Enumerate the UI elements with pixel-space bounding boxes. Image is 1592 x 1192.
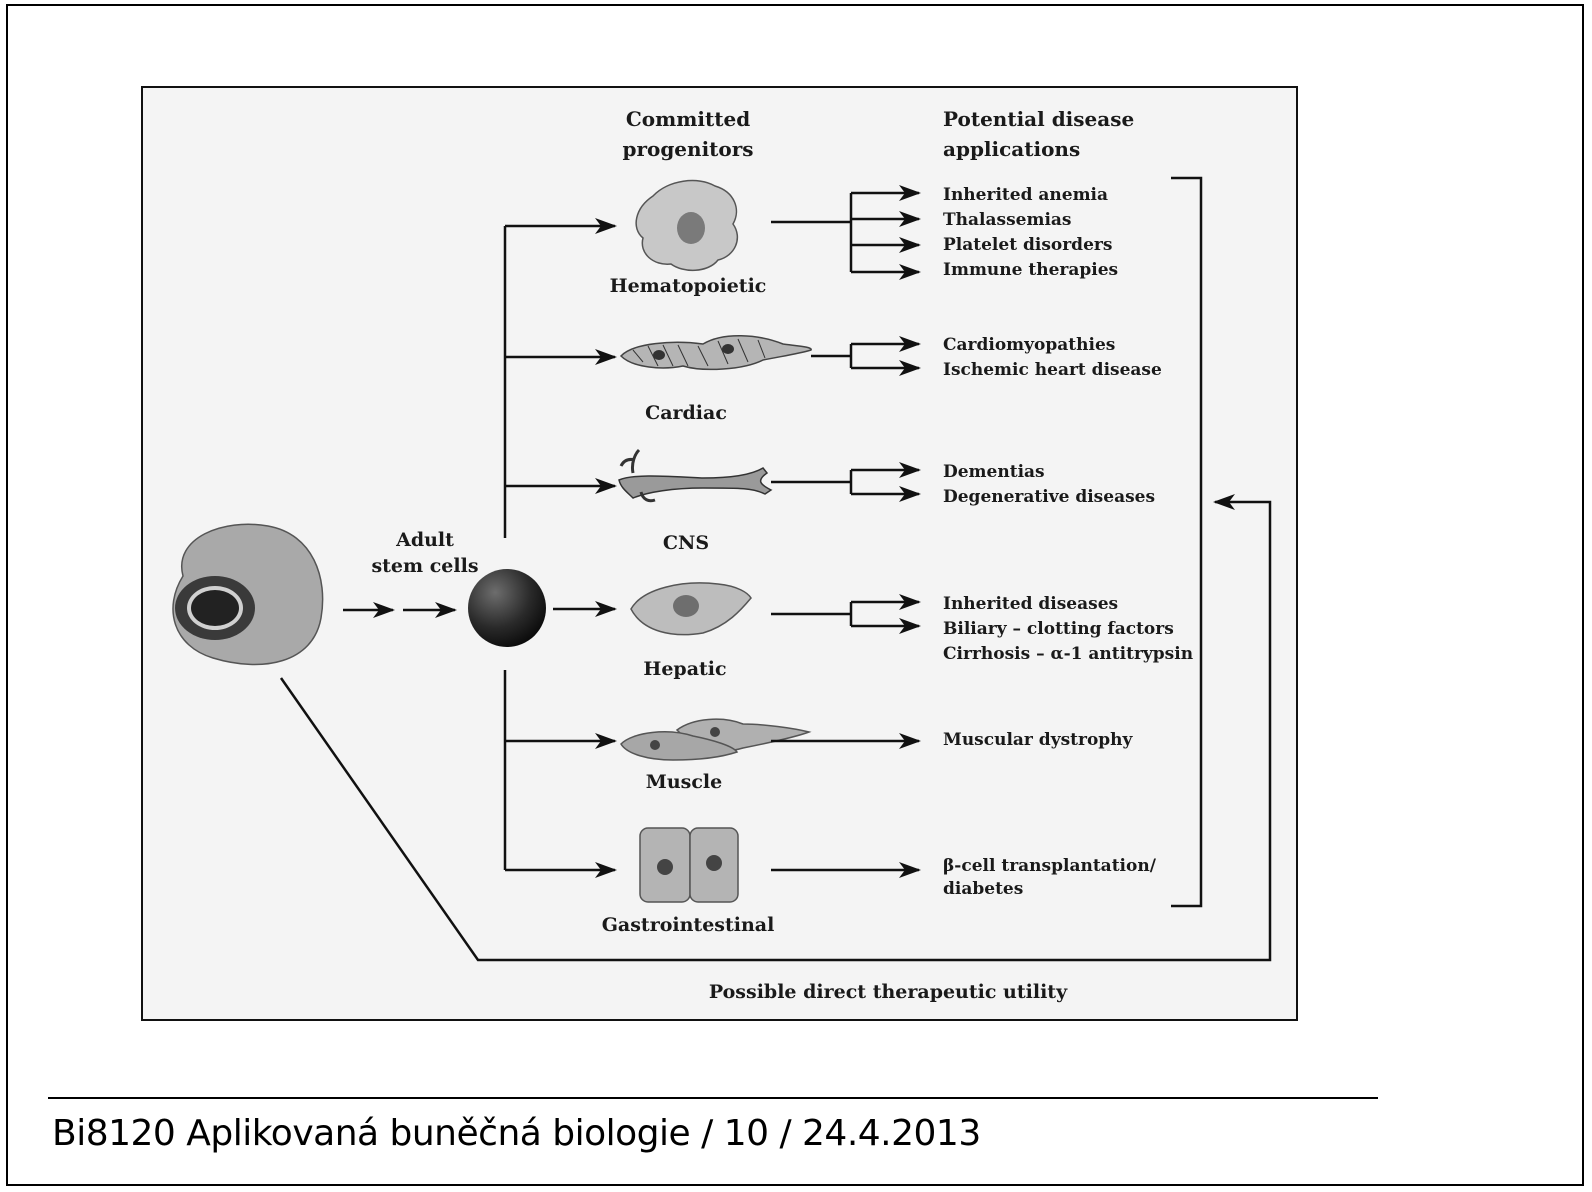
feedback-caption: Possible direct therapeutic utility: [709, 981, 1068, 1003]
header-committed-progenitors-line1: Committed: [626, 107, 750, 131]
footer-divider: [48, 1097, 1378, 1099]
label-cns: CNS: [663, 532, 709, 554]
slide: Committed progenitors Potential disease …: [6, 4, 1584, 1186]
header-disease-applications-line1: Potential disease: [943, 107, 1134, 131]
disease-dementias: Dementias: [943, 462, 1045, 482]
header-disease-applications-line2: applications: [943, 137, 1080, 161]
adult-stem-cells-label-line1: Adult: [395, 529, 454, 551]
stem-cell-diagram-figure: Committed progenitors Potential disease …: [141, 86, 1298, 1021]
cardiac-cell-illustration: [619, 335, 812, 371]
disease-biliary-clotting-factors: Biliary – clotting factors: [943, 619, 1174, 639]
disease-cardiomyopathies: Cardiomyopathies: [943, 335, 1115, 355]
hepatic-cell-illustration: [630, 582, 752, 636]
disease-thalassemias: Thalassemias: [943, 210, 1072, 230]
label-gastrointestinal: Gastrointestinal: [602, 914, 775, 936]
disease-degenerative-diseases: Degenerative diseases: [943, 487, 1155, 507]
gastrointestinal-cells-illustration: [639, 827, 739, 903]
disease-beta-cell-transplantation: β-cell transplantation/: [943, 856, 1157, 876]
adult-stem-cells-label-line2: stem cells: [371, 555, 478, 577]
adult-stem-cell-sphere: [468, 569, 546, 647]
header-committed-progenitors-line2: progenitors: [622, 137, 753, 161]
disease-ischemic-heart-disease: Ischemic heart disease: [943, 360, 1162, 380]
disease-immune-therapies: Immune therapies: [943, 260, 1118, 280]
diagram-canvas: Committed progenitors Potential disease …: [172, 107, 1272, 1003]
source-cell: [172, 523, 324, 666]
cns-neuron-illustration: [618, 448, 773, 503]
label-muscle: Muscle: [646, 771, 722, 793]
footer-course-info: Bi8120 Aplikovaná buněčná biologie / 10 …: [52, 1113, 981, 1154]
disease-platelet-disorders: Platelet disorders: [943, 235, 1112, 255]
disease-cirrhosis-antitrypsin: Cirrhosis – α-1 antitrypsin: [943, 644, 1193, 664]
feedback-loop-line: [279, 494, 1272, 962]
disease-muscular-dystrophy: Muscular dystrophy: [943, 730, 1134, 750]
disease-inherited-diseases: Inherited diseases: [943, 594, 1118, 614]
hematopoietic-cell-illustration: [635, 179, 739, 271]
disease-inherited-anemia: Inherited anemia: [943, 185, 1108, 205]
label-hematopoietic: Hematopoietic: [610, 275, 767, 297]
muscle-cells-illustration: [620, 718, 812, 761]
label-cardiac: Cardiac: [645, 402, 727, 424]
label-hepatic: Hepatic: [643, 658, 726, 680]
applications-bracket: [1171, 176, 1203, 908]
disease-diabetes: diabetes: [943, 879, 1023, 899]
